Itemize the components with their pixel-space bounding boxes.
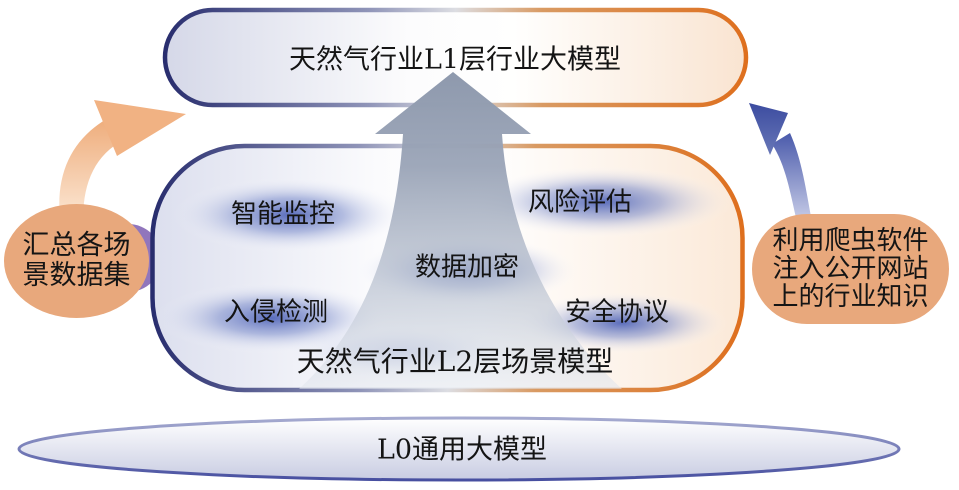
l0-title: L0通用大模型 bbox=[376, 434, 548, 466]
l1-title: 天然气行业L1层行业大模型 bbox=[288, 44, 622, 76]
blob-risk-assessment bbox=[470, 166, 734, 238]
left-badge-line-2: 景数据集 bbox=[22, 260, 131, 291]
scene-intrusion-detection: 入侵检测 bbox=[223, 297, 329, 328]
l2-title: 天然气行业L2层场景模型 bbox=[296, 345, 614, 378]
right-badge-line-2: 注入公开网站 bbox=[772, 254, 929, 284]
scene-risk-assessment: 风险评估 bbox=[527, 187, 633, 218]
l0-ellipse-shape bbox=[17, 416, 901, 482]
left-curved-arrow-band bbox=[59, 116, 124, 232]
right-badge-line-3: 上的行业知识 bbox=[772, 282, 929, 312]
left-curved-arrow-icon bbox=[94, 100, 186, 156]
right-badge: 利用爬虫软件 注入公开网站 上的行业知识 bbox=[752, 214, 949, 324]
scene-security-protocol: 安全协议 bbox=[564, 297, 670, 328]
left-badge: 汇总各场 景数据集 bbox=[4, 204, 149, 318]
right-curved-arrow-band bbox=[772, 133, 812, 222]
scene-smart-monitoring: 智能监控 bbox=[230, 199, 336, 230]
right-badge-line-1: 利用爬虫软件 bbox=[772, 226, 929, 256]
right-curved-arrow-icon bbox=[749, 103, 788, 155]
upward-arrow-icon bbox=[299, 72, 622, 389]
scene-data-encryption: 数据加密 bbox=[414, 252, 520, 283]
blob-smart-monitoring bbox=[172, 177, 408, 253]
left-badge-line-1: 汇总各场 bbox=[22, 230, 131, 261]
